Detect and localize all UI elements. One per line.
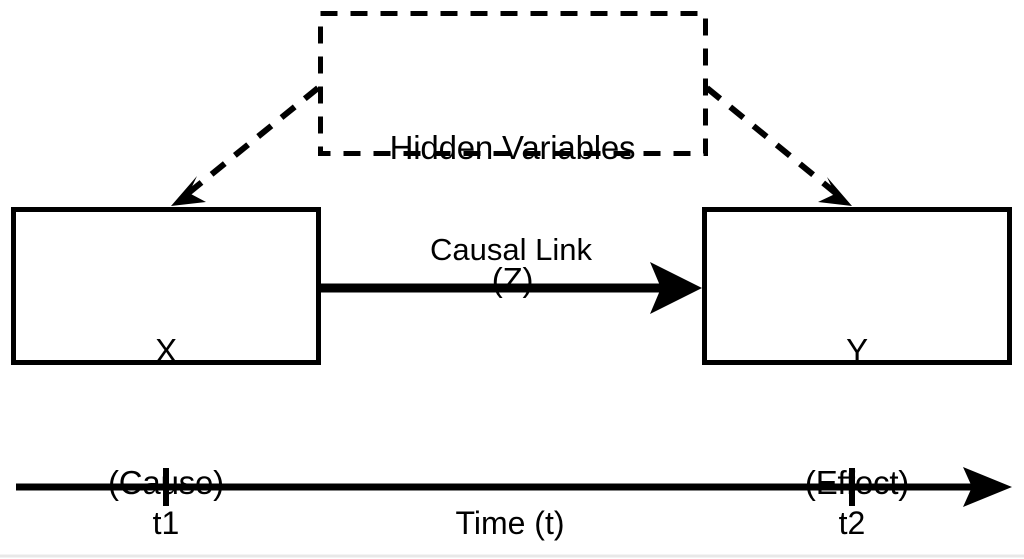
causal-link-arrowhead	[650, 262, 702, 314]
confounder-right-shaft	[705, 85, 840, 198]
confounder-left-arrowhead	[171, 176, 206, 206]
confounder-left-shaft	[184, 85, 320, 198]
confounder-right-arrowhead	[818, 177, 852, 206]
effect-box[interactable]	[702, 207, 1012, 365]
timeline-axis-arrowhead	[963, 467, 1012, 507]
causal-link-label: Causal Link	[430, 232, 592, 267]
timeline-tick-label-t1: t1	[152, 505, 180, 541]
hidden-variables-box[interactable]	[318, 11, 708, 156]
cause-box[interactable]	[11, 207, 321, 365]
timeline-axis-label: Time (t)	[455, 505, 565, 541]
timeline-tick-label-t2: t2	[838, 505, 866, 541]
